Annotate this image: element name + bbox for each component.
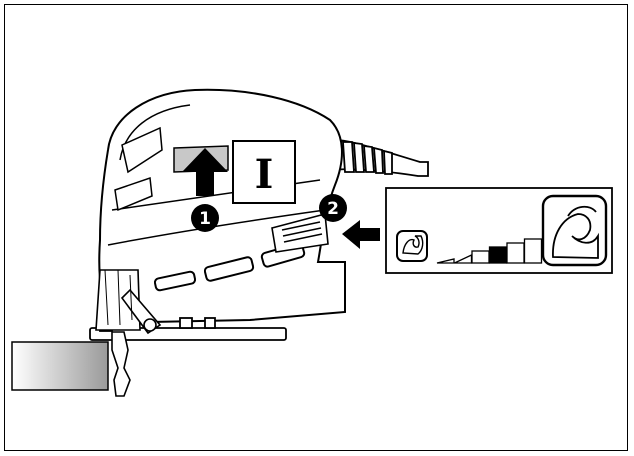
foot-plate: [89, 317, 287, 341]
on-off-switch: I: [173, 140, 296, 204]
speed-panel: [385, 187, 613, 274]
power-cord: [329, 138, 429, 177]
svg-text:1: 1: [199, 209, 211, 229]
speed-level-bar: [471, 250, 490, 264]
switch-label-box: [232, 140, 296, 204]
svg-text:2: 2: [327, 199, 339, 219]
arrow-left-icon: [342, 220, 380, 249]
speed-dial: [271, 212, 329, 253]
speed-level-bar: [488, 246, 508, 264]
speed-level-bar: [523, 238, 543, 264]
speed-level-bars: [436, 238, 543, 264]
callout-2: 2: [319, 194, 347, 222]
weak-arm-icon: [396, 230, 428, 262]
strong-arm-icon: [541, 194, 608, 267]
callout-1: 1: [191, 204, 219, 232]
workpiece: [11, 341, 109, 391]
arrow-up-icon: [182, 148, 228, 196]
speed-level-bar: [436, 258, 455, 264]
speed-level-bar: [506, 242, 525, 264]
saw-blade: [95, 269, 162, 397]
switch-position-label: I: [255, 151, 274, 198]
